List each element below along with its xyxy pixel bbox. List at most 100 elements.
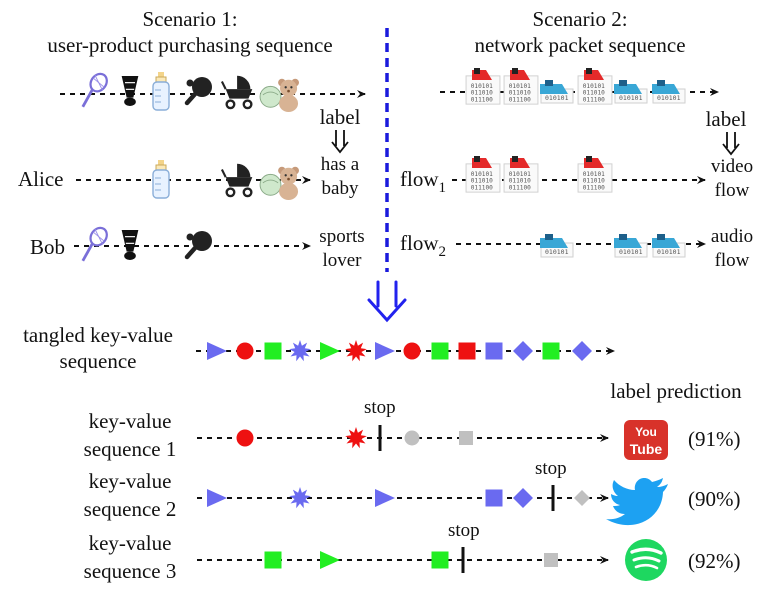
scenario-2-subtitle: network packet sequence xyxy=(474,33,685,57)
flow-2-label-line-1: audio xyxy=(711,226,753,247)
starburst-token-red xyxy=(345,340,367,362)
triangle-token-blue xyxy=(207,489,227,507)
circle-token-red xyxy=(236,429,254,447)
tangled-sequence-label-line-2: sequence xyxy=(60,349,137,373)
video-packet-tag-icon xyxy=(472,156,492,168)
flow-2-label-line-2: flow xyxy=(715,250,750,271)
spotify-icon-wave xyxy=(634,563,659,570)
prediction-score-1: (91%) xyxy=(688,427,740,451)
youtube-icon-text-bottom: Tube xyxy=(630,441,663,457)
video-packet-icon xyxy=(465,163,501,193)
double-arrow-down-icon xyxy=(331,130,349,154)
flow-1-label-text: flow xyxy=(400,167,439,191)
video-packet-tag-icon xyxy=(472,68,492,80)
prediction-score-2: (90%) xyxy=(688,487,740,511)
scenario-1-subtitle: user-product purchasing sequence xyxy=(47,33,332,57)
tangled-sequence-label-line-1: tangled key-value xyxy=(23,323,173,347)
twitter-bird-icon xyxy=(606,478,668,526)
key-value-sequence-3-label-line-2: sequence 3 xyxy=(84,559,177,583)
flow-1-label-line-2: flow xyxy=(715,180,750,201)
spotify-icon-wave xyxy=(632,556,661,563)
flow-2-label-text: flow xyxy=(400,231,439,255)
stop-label: stop xyxy=(364,397,396,418)
video-packet-icon xyxy=(577,163,613,193)
audio-packet-tag-icon xyxy=(652,80,680,94)
double-arrow-down-icon xyxy=(722,132,740,156)
starburst-token-blue xyxy=(289,487,311,509)
flow-1-label-line-1: video xyxy=(711,156,753,177)
label-prediction-heading: label prediction xyxy=(610,379,742,403)
youtube-icon-text-top: You xyxy=(635,425,657,439)
starburst-token-blue xyxy=(289,340,311,362)
flow-2-label: flow2 xyxy=(400,231,446,260)
video-packet-tag-icon xyxy=(584,68,604,80)
audio-packet-tag-icon xyxy=(614,80,642,94)
diamond-token-blue xyxy=(513,488,533,508)
video-packet-icon xyxy=(577,75,613,105)
circle-token-stopped xyxy=(404,430,420,446)
audio-packet-tag-icon xyxy=(652,234,680,248)
ping-pong-paddle-icon xyxy=(187,231,213,257)
video-packet-icon xyxy=(465,75,501,105)
stop-label: stop xyxy=(448,520,480,541)
flow-1-label: flow1 xyxy=(400,167,446,196)
toy-ball-and-teddy-bear-icon xyxy=(259,166,300,200)
key-value-sequence-2-label-line-2: sequence 2 xyxy=(84,497,177,521)
bob-label-line-2: lover xyxy=(322,250,362,271)
starburst-token-red xyxy=(345,427,367,449)
square-token-red xyxy=(458,342,476,360)
baby-bottle-icon xyxy=(152,160,170,199)
badminton-racket-icon xyxy=(81,72,108,109)
audio-packet-tag-icon xyxy=(540,80,568,94)
shuttlecock-icon xyxy=(121,75,139,107)
triangle-token-blue xyxy=(207,342,227,360)
square-token-blue xyxy=(485,489,503,507)
prediction-score-3: (92%) xyxy=(688,549,740,573)
square-token-green xyxy=(431,342,449,360)
diamond-token-blue xyxy=(572,341,592,361)
alice-label-line-2: baby xyxy=(322,178,359,199)
circle-token-red xyxy=(403,342,421,360)
bob-label: Bob xyxy=(30,235,65,259)
alice-label: Alice xyxy=(18,167,63,191)
double-arrow-down-icon xyxy=(367,280,407,323)
diamond-token-stopped xyxy=(574,490,590,506)
diamond-token-blue xyxy=(513,341,533,361)
baby-bottle-icon xyxy=(152,72,170,111)
youtube-icon-background xyxy=(624,420,668,460)
square-token-stopped xyxy=(459,431,473,445)
scenario-2-title: Scenario 2: xyxy=(532,7,627,31)
square-token-green xyxy=(264,551,282,569)
video-packet-tag-icon xyxy=(584,156,604,168)
badminton-racket-icon xyxy=(81,226,108,263)
key-value-sequence-2-label-line-1: key-value xyxy=(89,469,172,493)
toy-ball-and-teddy-bear-icon xyxy=(259,78,300,112)
baby-stroller-icon xyxy=(220,74,254,110)
audio-packet-tag-icon xyxy=(614,234,642,248)
scenario-1-label-heading: label xyxy=(320,105,361,129)
triangle-token-blue xyxy=(375,342,395,360)
square-token-green xyxy=(431,551,449,569)
key-value-sequence-1-label-line-2: sequence 1 xyxy=(84,437,177,461)
spotify-icon xyxy=(625,539,667,581)
triangle-token-green xyxy=(320,551,340,569)
ping-pong-paddle-icon xyxy=(187,77,213,103)
square-token-green xyxy=(542,342,560,360)
video-packet-icon xyxy=(503,75,539,105)
square-token-green xyxy=(264,342,282,360)
spotify-icon-wave xyxy=(630,547,663,555)
flow-1-label-subscript: 1 xyxy=(439,180,447,196)
circle-token-red xyxy=(236,342,254,360)
flow-2-label-subscript: 2 xyxy=(439,244,447,260)
triangle-token-blue xyxy=(375,489,395,507)
key-value-sequence-1-label-line-1: key-value xyxy=(89,409,172,433)
scenario-1-title: Scenario 1: xyxy=(142,7,237,31)
spotify-icon-background xyxy=(625,539,667,581)
diagram-content: Scenario 1:user-product purchasing seque… xyxy=(18,7,753,583)
audio-packet-tag-icon xyxy=(540,234,568,248)
video-packet-tag-icon xyxy=(510,68,530,80)
video-packet-icon xyxy=(503,163,539,193)
